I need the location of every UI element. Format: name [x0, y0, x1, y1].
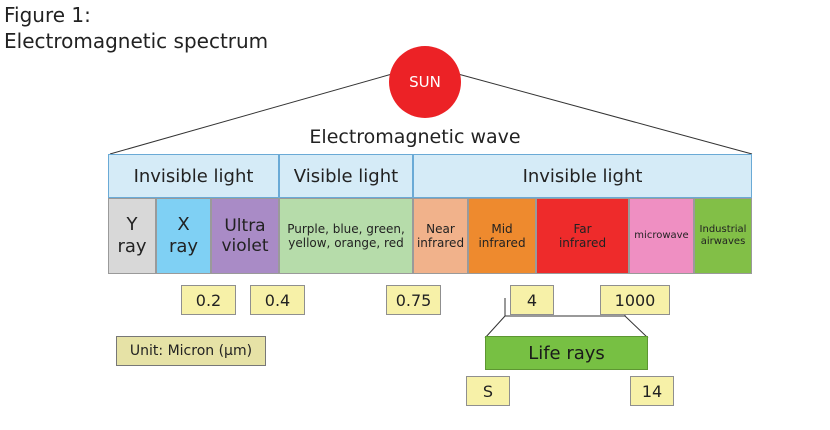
cell-visible-colors: Purple, blue, green, yellow, orange, red — [279, 198, 413, 274]
sun-label: SUN — [409, 73, 441, 91]
unit-label-box: Unit: Micron (μm) — [116, 336, 266, 366]
life-rays-box: Life rays — [485, 336, 648, 370]
life-rays-start-value: S — [466, 376, 510, 406]
cell-far-infrared: Far infrared — [536, 198, 629, 274]
band-invisible-light-left: Invisible light — [108, 154, 279, 198]
life-rays-end-value: 14 — [630, 376, 674, 406]
band-invisible-light-right: Invisible light — [413, 154, 752, 198]
band-visible-light: Visible light — [279, 154, 413, 198]
cell-ultraviolet: Ultra violet — [211, 198, 279, 274]
boundary-value-4: 4 — [510, 285, 554, 315]
boundary-value-1000: 1000 — [600, 285, 670, 315]
electromagnetic-wave-label: Electromagnetic wave — [309, 126, 521, 148]
sun-left-line — [109, 73, 393, 155]
figure-title: Figure 1: Electromagnetic spectrum — [4, 3, 269, 53]
sun-right-line — [457, 73, 753, 155]
cell-y-ray: Y ray — [108, 198, 156, 274]
cell-mid-infrared: Mid infrared — [468, 198, 536, 274]
sun-circle: SUN — [389, 46, 461, 118]
cell-microwave: microwave — [629, 198, 694, 274]
cell-x-ray: X ray — [156, 198, 211, 274]
life-right-line — [624, 315, 649, 339]
life-left-line — [484, 315, 506, 339]
boundary-value-0-2: 0.2 — [181, 285, 236, 315]
boundary-value-0-4: 0.4 — [250, 285, 305, 315]
boundary-value-0-75: 0.75 — [386, 285, 441, 315]
cell-industrial-airwaves: Industrial airwaves — [694, 198, 752, 274]
cell-near-infrared: Near infrared — [413, 198, 468, 274]
